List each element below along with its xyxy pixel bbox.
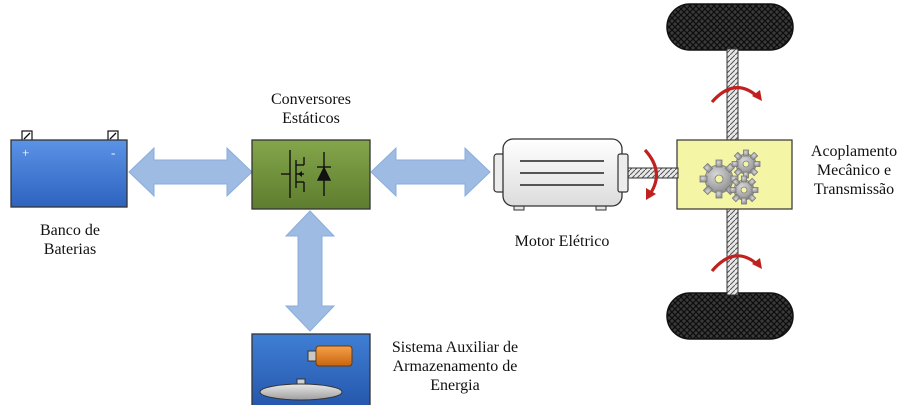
- battery-bank-icon: [10, 130, 128, 208]
- gears-icon: [699, 149, 761, 205]
- auxiliary-storage-box: [251, 333, 371, 405]
- coupling-box: [676, 139, 793, 210]
- motor-label: Motor Elétrico: [514, 233, 610, 250]
- wheel-bottom-icon: [666, 292, 794, 340]
- motor-shaft: [626, 167, 679, 179]
- electric-motor-icon: [493, 138, 629, 211]
- battery-positive-label: +: [22, 145, 30, 160]
- flow-arrow-battery-converter: [128, 146, 253, 198]
- rotation-arrow-top-icon: [710, 86, 762, 104]
- battery-bank-label: Banco de Baterias: [40, 222, 100, 258]
- rotation-arrow-motor-icon: [643, 148, 658, 200]
- diode-icon: [316, 152, 332, 196]
- coupling-label: Acoplamento Mecânico e Transmissão: [810, 143, 898, 198]
- capacitor-icon: [307, 345, 353, 367]
- battery-negative-label: -: [111, 145, 116, 160]
- rotation-arrow-bottom-icon: [710, 254, 762, 273]
- static-converter-box: [251, 139, 371, 210]
- flow-arrow-converter-auxiliary: [284, 210, 336, 332]
- wheel-top-icon: [666, 3, 794, 51]
- mosfet-icon: [281, 150, 305, 198]
- auxiliary-storage-label: Sistema Auxiliar de Armazenamento de Ene…: [391, 339, 519, 394]
- flywheel-icon: [259, 378, 343, 401]
- flow-arrow-converter-motor: [370, 146, 491, 198]
- converters-label: Conversores Estáticos: [271, 91, 351, 127]
